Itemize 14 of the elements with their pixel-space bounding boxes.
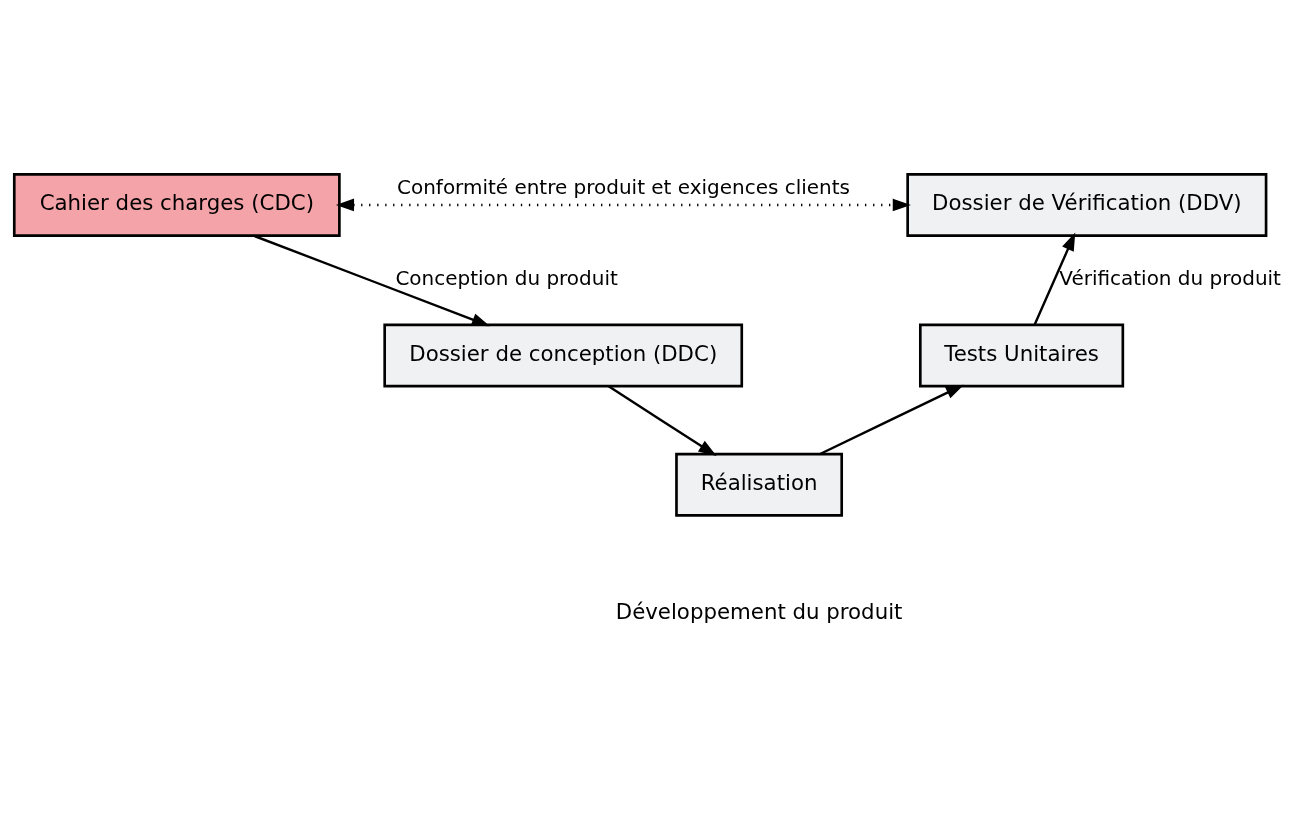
edge-label: Vérification du produit	[1059, 265, 1281, 290]
node-box: Réalisation	[675, 452, 844, 517]
node-box: Tests Unitaires	[918, 323, 1125, 388]
arrow	[819, 384, 964, 456]
edge-label: Conformité entre produit et exigences clients	[397, 175, 850, 200]
edge-label: Conception du produit	[395, 265, 618, 290]
arrow	[253, 234, 490, 327]
label: Développement du produit	[615, 599, 903, 625]
node-box: Cahier des charges (CDC)	[12, 173, 341, 237]
node-box: Dossier de Vérification (DDV)	[906, 173, 1268, 237]
arrow	[335, 198, 911, 212]
node-box: Dossier de conception (DDC)	[383, 323, 744, 388]
arrow	[608, 385, 717, 456]
arrow	[1033, 232, 1076, 326]
